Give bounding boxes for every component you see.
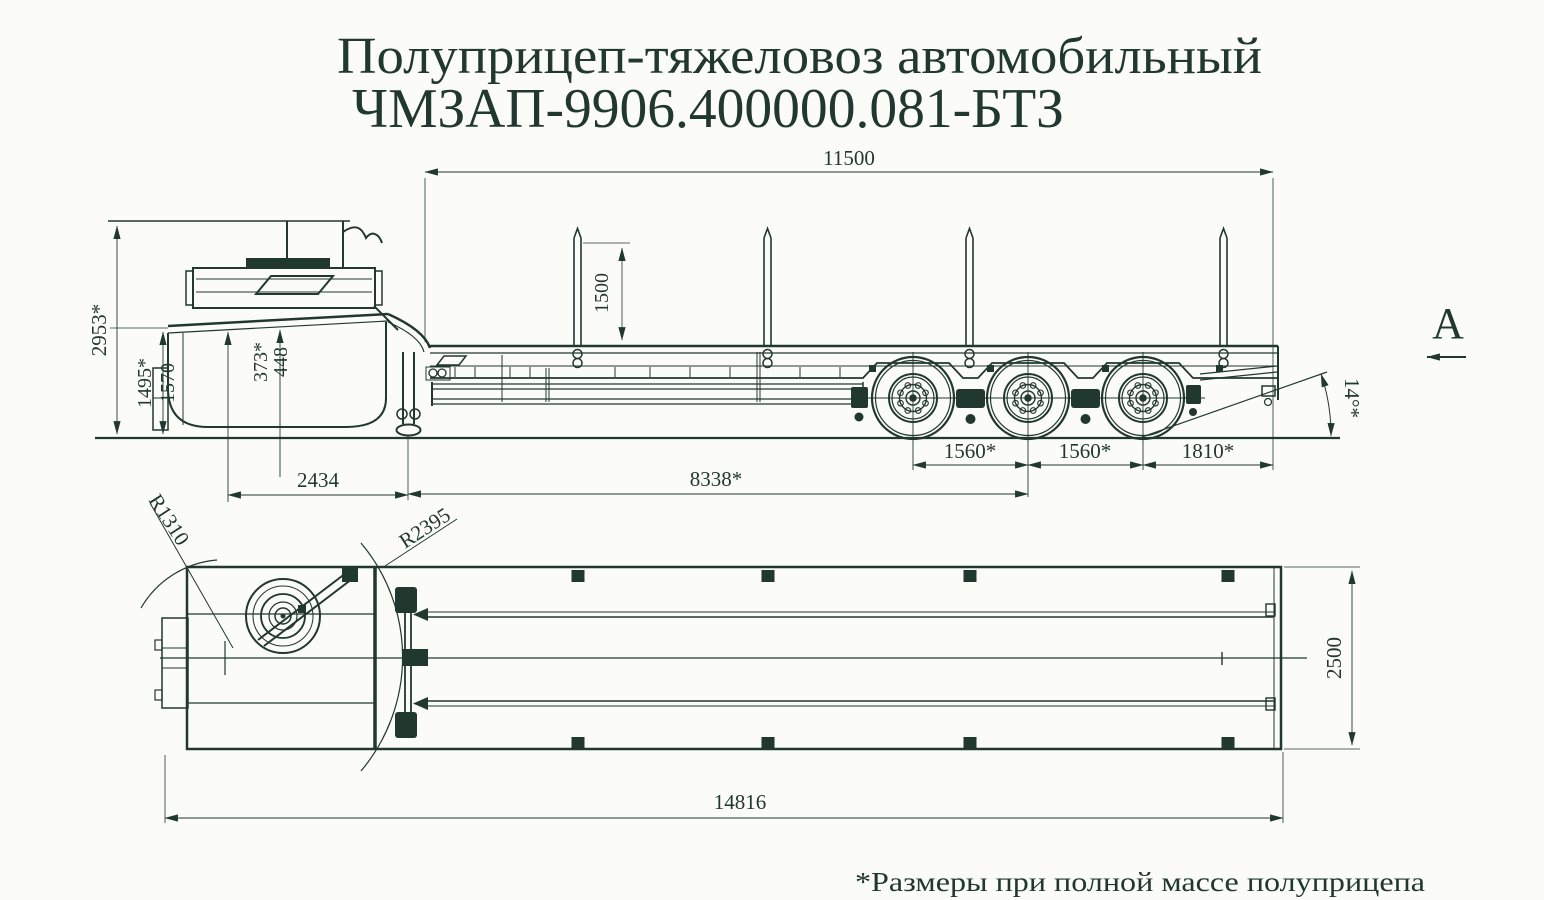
dim-axle-spacing-1: 1560* [944,439,997,463]
view-label-a: А [1432,299,1464,348]
landing-gear [395,352,422,437]
plan-spare-wheel [245,567,358,654]
landing-gear-foot [395,423,422,437]
rope-hook-ticks [454,367,841,377]
spare-wheel-crane-mount [342,567,358,582]
gooseneck [108,220,432,502]
view-direction-marker: А [1426,299,1466,361]
loading-platform [425,344,1279,407]
under-frame-rails [431,382,864,406]
gooseneck-body [167,322,387,428]
gooseneck-swing-arc [360,542,404,772]
drawing-title-line1: Полуприцеп-тяжеловоз автомобильный [337,28,1262,85]
dim-kingpin-to-bogie: 8338* [690,467,743,491]
dim-coupling-height-laden: 1495* [134,358,156,408]
side-view-dimensions: 11500 1500 2953* 1495* 1570 373* 448 243… [87,146,1364,500]
dim-axle-spacing-2: 1560* [1059,439,1112,463]
dim-clearance-laden: 373* [250,342,272,382]
rear-frame-taper [1199,346,1279,407]
dim-overall-length: 11500 [823,146,875,170]
drawing-title-line2: ЧМЗАП-9906.400000.081-БТЗ [352,78,1064,140]
plan-frame-beams [160,603,1307,711]
neck-drop-curve [387,312,432,349]
dim-kingpin-to-support: 2434 [297,468,340,492]
plan-outline [185,565,1283,751]
dim-last-axle-to-rear: 1810* [1182,439,1235,463]
dim-platform-width: 2500 [1322,637,1346,679]
plan-stake-pockets [571,570,1235,749]
plan-view: R1310 R2395 2500 14816 [140,490,1360,823]
bogie [851,352,1205,497]
hose-hook [342,226,383,244]
dim-front-swing-radius: R1310 [144,490,195,550]
front-swing-arc [140,559,218,609]
footnote: *Размеры при полной массе полуприцепа [855,867,1425,897]
dim-coupling-height-empty: 1570 [157,363,179,403]
dim-gooseneck-swing-radius: R2395 [395,503,455,554]
gooseneck-toolbox [192,267,376,309]
departure-angle-arc [1320,373,1335,437]
title-block: Полуприцеп-тяжеловоз автомобильный ЧМЗАП… [337,28,1262,140]
dim-plan-overall-length: 14816 [714,790,767,814]
plan-front-plate [154,617,189,709]
toolbox-plate [253,275,336,295]
plan-dimensions: 2500 14816 [164,566,1360,823]
balance-beam-2 [1071,389,1100,408]
departure-angle-line [1141,371,1328,438]
plan-landing-gear [395,587,428,738]
dim-overall-height: 2953* [87,304,111,357]
side-view: 11500 1500 2953* 1495* 1570 373* 448 243… [87,146,1466,502]
balance-beam-1 [956,389,985,408]
dim-clearance-empty: 448 [270,347,292,377]
dim-departure-angle: 14°* [1340,378,1364,418]
dim-stake-height: 1500 [591,273,613,313]
toolbox-top-strip [246,258,330,267]
